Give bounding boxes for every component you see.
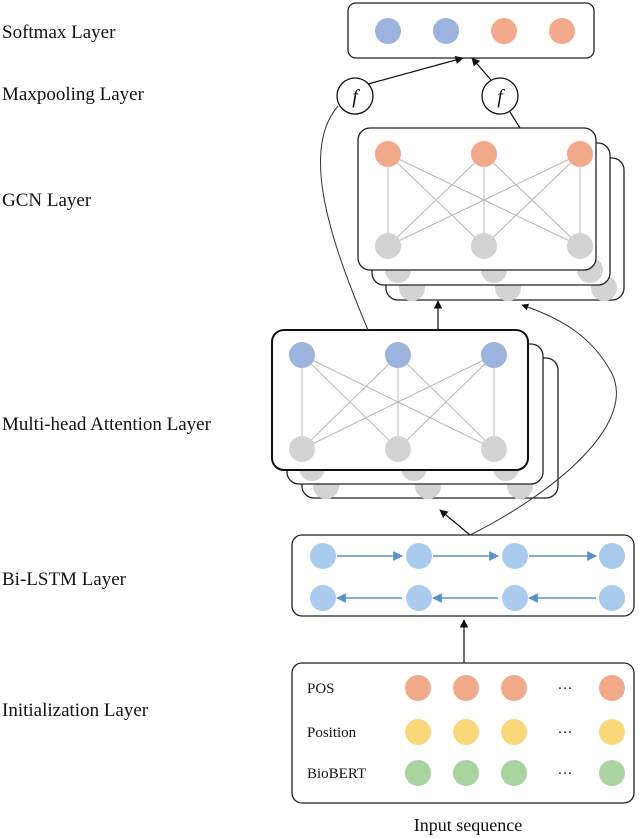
maxpooling-block: f f <box>336 55 519 115</box>
gcn-to-pool-line <box>509 111 521 129</box>
gcn-input-node <box>567 233 593 259</box>
softmax-node <box>491 18 517 44</box>
position-row-label: Position <box>307 725 357 741</box>
pool-to-softmax-arrow <box>471 57 492 81</box>
softmax-node <box>375 18 401 44</box>
gcn-output-node <box>375 141 401 167</box>
initialization-block: POS ··· Position ··· BioBERT ··· <box>291 662 635 804</box>
position-ellipsis: ··· <box>558 725 573 741</box>
position-embedding-node <box>501 719 527 745</box>
biobert-embedding-node <box>405 760 431 786</box>
pos-embedding-node <box>405 675 431 701</box>
gcn-connections <box>387 153 581 247</box>
gcn-front-card <box>357 127 597 271</box>
gcn-input-node <box>471 233 497 259</box>
softmax-node <box>549 18 575 44</box>
softmax-block <box>347 2 595 59</box>
attention-layer-label: Multi-head Attention Layer <box>2 414 212 435</box>
softmax-node <box>433 18 459 44</box>
forward-lstm-node <box>599 543 625 569</box>
pos-embedding-node <box>501 675 527 701</box>
forward-lstm-node <box>310 543 336 569</box>
forward-lstm-node <box>502 543 528 569</box>
bilstm-box <box>291 534 635 617</box>
pos-ellipsis: ··· <box>558 681 573 697</box>
pos-embedding-node <box>599 675 625 701</box>
softmax-layer-label: Softmax Layer <box>2 22 116 43</box>
attention-output-node <box>385 342 411 368</box>
attention-block <box>271 329 559 499</box>
attention-to-pool-curve <box>319 105 369 331</box>
pos-embedding-node <box>453 675 479 701</box>
pooling-function-symbol: f <box>497 86 505 108</box>
gcn-layer-label: GCN Layer <box>2 190 92 211</box>
backward-lstm-node <box>406 585 432 611</box>
gcn-input-node <box>375 233 401 259</box>
attention-front-card <box>271 329 529 471</box>
gcn-output-node <box>471 141 497 167</box>
attention-input-node <box>289 436 315 462</box>
backward-lstm-node <box>599 585 625 611</box>
biobert-embedding-node <box>453 760 479 786</box>
bilstm-to-attention-arrow <box>439 509 471 536</box>
pooling-function-symbol: f <box>352 86 360 108</box>
softmax-box <box>347 2 595 59</box>
maxpooling-layer-label: Maxpooling Layer <box>2 84 145 105</box>
input-sequence-caption: Input sequence <box>414 815 522 835</box>
attention-input-node <box>481 436 507 462</box>
forward-lstm-node <box>406 543 432 569</box>
pos-row-label: POS <box>307 681 335 697</box>
backward-lstm-node <box>310 585 336 611</box>
biobert-embedding-node <box>599 760 625 786</box>
gcn-output-node <box>567 141 593 167</box>
biobert-ellipsis: ··· <box>558 766 573 782</box>
initialization-layer-label: Initialization Layer <box>2 700 149 721</box>
pooling-function-node <box>336 77 374 115</box>
bilstm-to-gcn-curve <box>469 303 617 536</box>
attention-output-node <box>481 342 507 368</box>
attention-input-node <box>385 436 411 462</box>
bilstm-block <box>291 534 635 617</box>
position-embedding-node <box>405 719 431 745</box>
attention-output-node <box>289 342 315 368</box>
bilstm-layer-label: Bi-LSTM Layer <box>2 569 127 590</box>
biobert-row-label: BioBERT <box>307 766 366 782</box>
attention-connections <box>301 354 495 450</box>
pooling-function-node <box>481 77 519 115</box>
pool-to-softmax-arrow <box>367 55 464 85</box>
biobert-embedding-node <box>501 760 527 786</box>
position-embedding-node <box>599 719 625 745</box>
gcn-block <box>357 127 625 301</box>
backward-lstm-node <box>502 585 528 611</box>
position-embedding-node <box>453 719 479 745</box>
